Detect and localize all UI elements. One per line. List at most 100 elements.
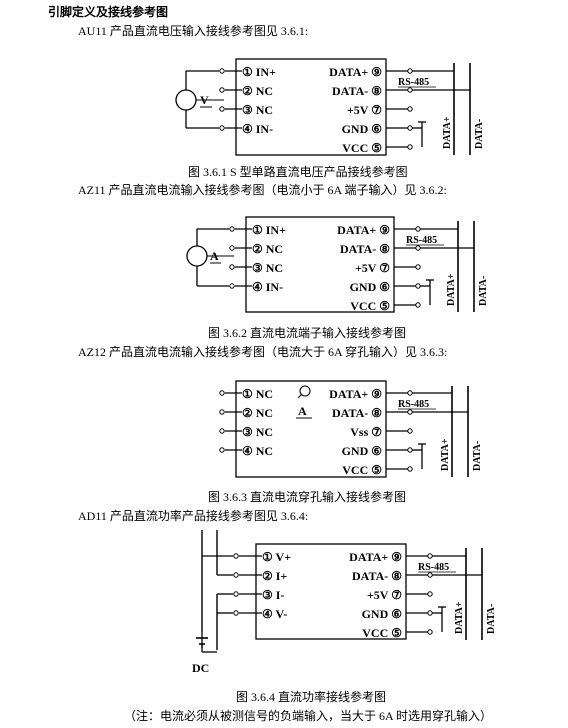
left-terminal-1-1 — [219, 68, 225, 74]
right-pin-label-4-5: VCC ⑤ — [362, 626, 402, 640]
right-terminal-2-4 — [415, 283, 421, 289]
left-terminal-3-4 — [219, 447, 225, 453]
left-pin-label-4-1: ① V+ — [262, 550, 291, 564]
left-terminal-1-3 — [219, 106, 225, 112]
right-terminal-3-4 — [407, 447, 413, 453]
left-terminal-2-3 — [229, 264, 235, 270]
left-pin-label-3-1: ① NC — [242, 387, 273, 401]
right-terminal-4-2 — [427, 572, 433, 578]
left-terminal-2-2 — [229, 245, 235, 251]
through-hole-arrow — [297, 393, 303, 399]
right-pin-label-2-5: VCC ⑤ — [350, 299, 390, 313]
right-terminal-3-3 — [407, 428, 413, 434]
module-box-4 — [255, 543, 407, 640]
bus-label-2: RS-485 — [406, 235, 437, 246]
left-pin-label-2-1: ① IN+ — [252, 223, 286, 237]
right-pin-label-1-1: DATA+ ⑨ — [329, 65, 382, 79]
bus-data-minus-label-3: DATA- — [472, 441, 483, 471]
right-terminal-1-5 — [407, 144, 413, 150]
right-terminal-3-2 — [407, 409, 413, 415]
left-pin-label-1-1: ① IN+ — [242, 65, 276, 79]
right-pin-label-1-4: GND ⑥ — [342, 122, 383, 136]
left-pin-label-3-4: ④ NC — [242, 444, 273, 458]
right-terminal-1-3 — [407, 106, 413, 112]
section-3-intro: AZ12 产品直流电流输入接线参考图（电流大于 6A 穿孔输入）见 3.6.3: — [78, 345, 448, 359]
right-pin-label-2-2: DATA- ⑧ — [340, 242, 390, 256]
right-pin-label-3-2: DATA- ⑧ — [332, 406, 382, 420]
left-pin-label-4-3: ③ I- — [262, 588, 284, 602]
right-terminal-2-2 — [415, 245, 421, 251]
right-pin-label-4-2: DATA- ⑧ — [352, 569, 402, 583]
bus-label-1: RS-485 — [398, 77, 429, 88]
page-heading: 引脚定义及接线参考图 — [48, 5, 169, 19]
left-pin-label-4-4: ④ V- — [262, 607, 287, 621]
right-terminal-3-1 — [407, 390, 413, 396]
section-4-caption: 图 3.6.4 直流功率接线参考图 — [236, 690, 387, 704]
right-pin-label-3-1: DATA+ ⑨ — [329, 387, 382, 401]
bus-data-minus-label-2: DATA- — [478, 276, 489, 306]
bus-data-minus-label-4: DATA- — [486, 604, 497, 634]
section-1-intro: AU11 产品直流电压输入接线参考图见 3.6.1: — [78, 24, 309, 38]
left-pin-label-1-4: ④ IN- — [242, 122, 273, 136]
section-1-caption: 图 3.6.1 S 型单路直流电压产品接线参考图 — [188, 165, 408, 179]
bus-label-4: RS-485 — [418, 562, 449, 573]
section-3-caption: 图 3.6.3 直流电流穿孔输入接线参考图 — [208, 490, 407, 504]
left-pin-label-2-3: ③ NC — [252, 261, 283, 275]
right-terminal-2-3 — [415, 264, 421, 270]
left-pin-label-3-3: ③ NC — [242, 425, 273, 439]
left-pin-label-2-2: ② NC — [252, 242, 283, 256]
right-pin-label-3-4: GND ⑥ — [342, 444, 383, 458]
right-pin-label-4-4: GND ⑥ — [362, 607, 403, 621]
left-terminal-3-2 — [219, 409, 225, 415]
bus-data-plus-label-3: DATA+ — [440, 438, 451, 471]
right-terminal-4-4 — [427, 610, 433, 616]
right-terminal-2-5 — [415, 302, 421, 308]
dc-source-label: DC — [192, 661, 209, 675]
left-pin-label-1-2: ② NC — [242, 84, 273, 98]
right-terminal-4-1 — [427, 553, 433, 559]
bus-label-3: RS-485 — [398, 399, 429, 410]
left-terminal-1-2 — [219, 87, 225, 93]
left-terminal-2-1 — [229, 226, 235, 232]
right-terminal-4-3 — [427, 591, 433, 597]
right-terminal-1-2 — [407, 87, 413, 93]
bus-data-plus-label-1: DATA+ — [442, 116, 453, 149]
right-terminal-1-1 — [407, 68, 413, 74]
meter-label-3: A — [298, 404, 307, 418]
right-pin-label-1-3: +5V ⑦ — [347, 103, 382, 117]
bus-data-minus-label-1: DATA- — [474, 119, 485, 149]
module-box-3 — [235, 380, 387, 478]
right-terminal-1-4 — [407, 125, 413, 131]
right-pin-label-1-5: VCC ⑤ — [342, 141, 382, 155]
left-terminal-4-3 — [233, 591, 239, 597]
through-hole-icon — [299, 385, 311, 397]
right-terminal-4-5 — [427, 629, 433, 635]
section-2-intro: AZ11 产品直流电流输入接线参考图（电流小于 6A 端子输入）见 3.6.2: — [78, 183, 447, 197]
left-pin-label-2-4: ④ IN- — [252, 280, 283, 294]
right-terminal-2-1 — [415, 226, 421, 232]
right-pin-label-2-1: DATA+ ⑨ — [337, 223, 390, 237]
left-pin-label-1-3: ③ NC — [242, 103, 273, 117]
right-pin-label-3-5: VCC ⑤ — [342, 463, 382, 477]
right-pin-label-2-3: +5V ⑦ — [355, 261, 390, 275]
left-terminal-3-3 — [219, 428, 225, 434]
footnote: （注：电流必须从被测信号的负端输入，当大于 6A 时选用穿孔输入） — [124, 709, 493, 723]
section-4-intro: AD11 产品直流功率产品接线参考图见 3.6.4: — [78, 509, 309, 523]
bus-data-plus-label-4: DATA+ — [454, 601, 465, 634]
voltmeter-icon — [175, 89, 197, 111]
left-terminal-3-1 — [219, 390, 225, 396]
left-terminal-4-4 — [233, 610, 239, 616]
left-terminal-1-4 — [219, 125, 225, 131]
right-pin-label-1-2: DATA- ⑧ — [332, 84, 382, 98]
left-pin-label-3-2: ② NC — [242, 406, 273, 420]
left-terminal-4-2 — [233, 572, 239, 578]
right-pin-label-2-4: GND ⑥ — [350, 280, 391, 294]
left-pin-label-4-2: ② I+ — [262, 569, 287, 583]
section-2-caption: 图 3.6.2 直流电流端子输入接线参考图 — [208, 326, 407, 340]
left-terminal-2-4 — [229, 283, 235, 289]
module-box-2 — [245, 216, 395, 313]
right-pin-label-4-3: +5V ⑦ — [367, 588, 402, 602]
right-pin-label-3-3: Vss ⑦ — [350, 425, 382, 439]
bus-data-plus-label-2: DATA+ — [446, 273, 457, 306]
